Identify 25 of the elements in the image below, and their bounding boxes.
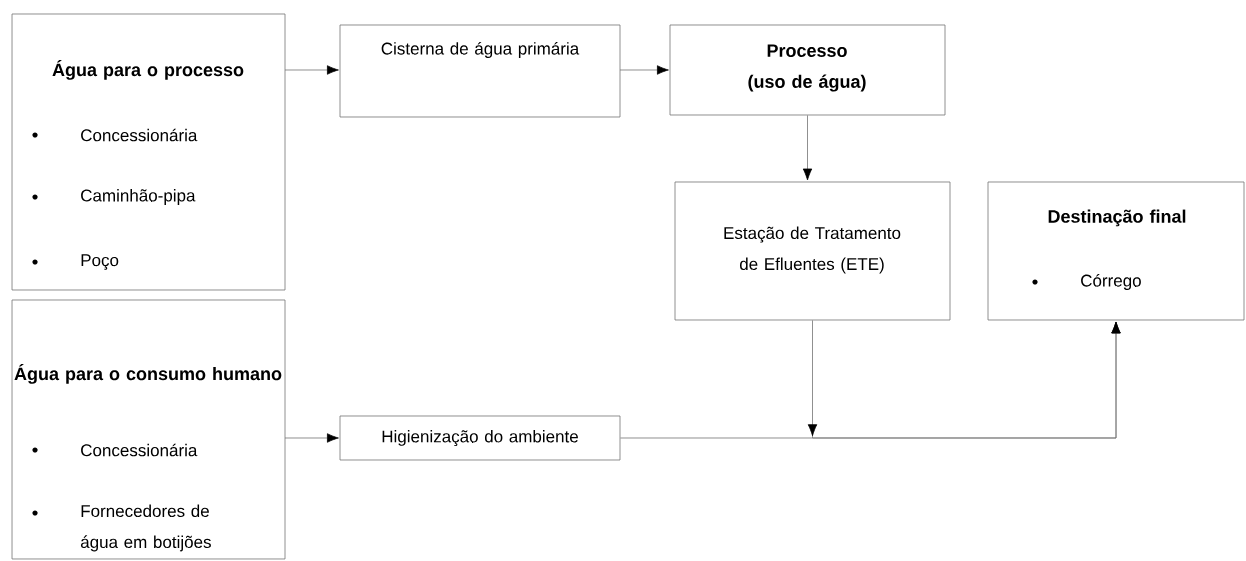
process-box: [339, 415, 621, 461]
arrow: [802, 115, 813, 181]
arrow: [284, 433, 339, 443]
list-item: Córrego: [1081, 273, 1141, 290]
box-text: Cisterna de água primária: [381, 41, 580, 58]
list-item: Concessionária: [81, 443, 198, 457]
arrow: [619, 65, 669, 75]
process-box: [669, 24, 946, 116]
source-box: [11, 299, 286, 560]
arrow: [620, 321, 1121, 439]
source-box: [11, 13, 286, 291]
box-heading: Processo (uso de água): [748, 44, 866, 92]
box-heading: Água para o processo: [52, 60, 244, 80]
list-item: Poço: [81, 254, 119, 270]
box-text: Estação de Tratamento de Efluentes (ETE): [724, 226, 901, 274]
arrow: [284, 65, 339, 75]
box-text: Higienização do ambiente: [382, 430, 578, 446]
list-item: Caminhão-pipa: [81, 189, 196, 205]
destination-box: [987, 181, 1245, 321]
list-item: Fornecedores de água em botijões: [80, 504, 211, 552]
process-box: [674, 181, 951, 321]
box-heading: Água para o consumo humano: [14, 364, 282, 384]
list-item: Concessionária: [81, 128, 198, 142]
box-heading: Destinação final: [1048, 209, 1186, 227]
process-box: [339, 24, 621, 118]
